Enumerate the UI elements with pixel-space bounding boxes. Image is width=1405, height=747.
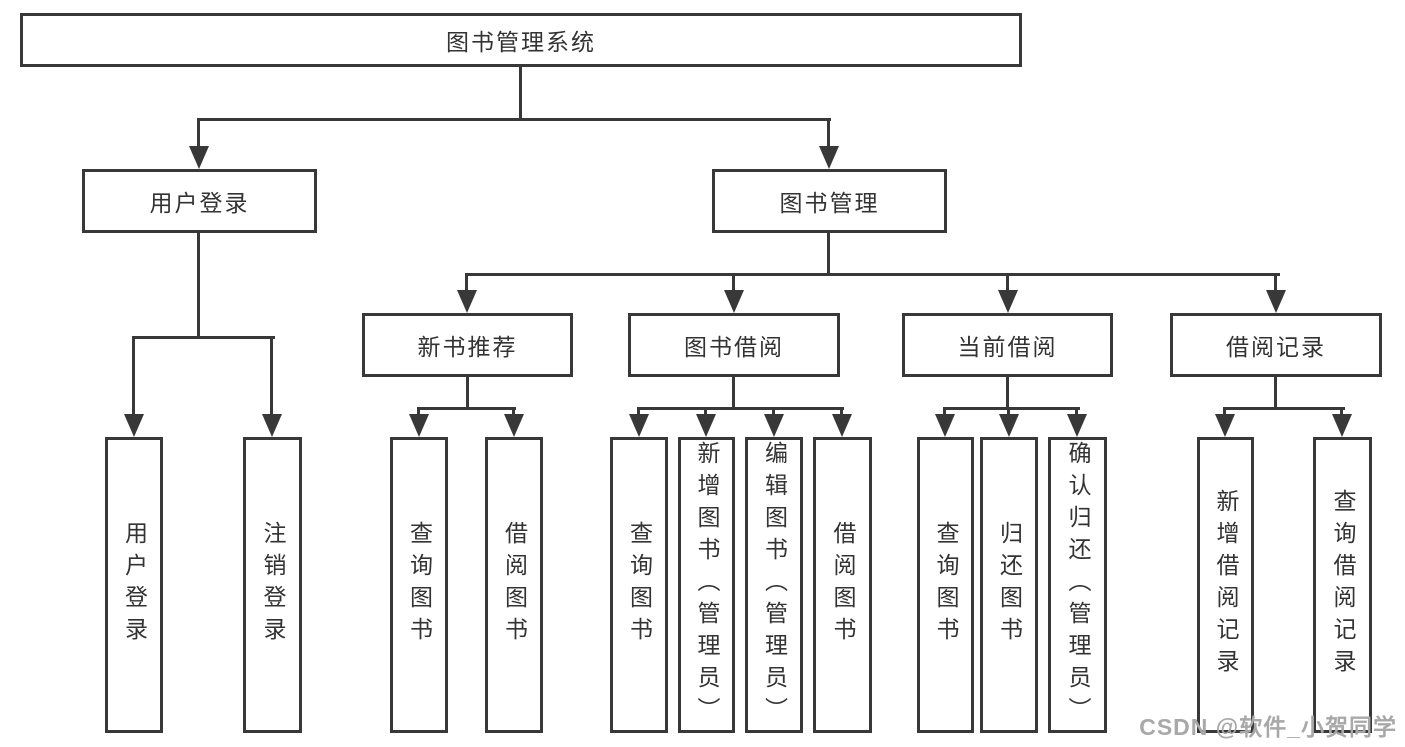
connector-book-mgmt-stem <box>827 233 830 276</box>
node-book-management: 图书管理 <box>712 169 947 233</box>
node-book-borrowing: 图书借阅 <box>628 313 840 377</box>
connector-user-login-bar <box>132 336 275 339</box>
arrow-down-icon <box>695 407 716 437</box>
arrow-down-icon <box>1066 407 1087 437</box>
leaf-borrow-books-recommend: 借阅图书 <box>485 437 543 733</box>
leaf-add-borrow-record: 新增借阅记录 <box>1197 437 1254 733</box>
connector-user-login-stem <box>197 233 200 339</box>
arrow-down-icon <box>934 407 955 437</box>
connector-current-bar <box>943 407 1080 410</box>
csdn-watermark: CSDN @软件_小贺同学 <box>1139 714 1397 740</box>
arrow-down-icon <box>763 407 784 437</box>
leaf-edit-books-admin: 编辑图书（管理员） <box>745 437 803 733</box>
arrow-down-icon <box>997 273 1018 313</box>
arrow-down-icon <box>998 407 1019 437</box>
node-current-borrowing: 当前借阅 <box>902 313 1113 377</box>
arrow-down-icon <box>818 118 839 169</box>
arrow-down-icon <box>456 273 477 313</box>
connector-book-mgmt-bar <box>466 273 1280 276</box>
node-library-system: 图书管理系统 <box>20 13 1022 67</box>
leaf-query-books-recommend: 查询图书 <box>390 437 448 733</box>
leaf-logout: 注销登录 <box>243 437 302 733</box>
arrow-down-icon <box>261 336 282 437</box>
leaf-query-books-current: 查询图书 <box>917 437 974 733</box>
connector-records-stem <box>1274 377 1277 410</box>
connector-root-bar <box>197 118 831 121</box>
leaf-add-books-admin: 新增图书（管理员） <box>678 437 735 733</box>
arrow-down-icon <box>123 336 144 437</box>
connector-borrowing-stem <box>732 377 735 410</box>
arrow-down-icon <box>628 407 649 437</box>
connector-records-bar <box>1223 407 1345 410</box>
connector-new-rec-stem <box>466 377 469 410</box>
arrow-down-icon <box>503 407 524 437</box>
leaf-borrow-books: 借阅图书 <box>813 437 872 733</box>
node-user-login: 用户登录 <box>82 169 317 233</box>
connector-current-stem <box>1006 377 1009 410</box>
arrow-down-icon <box>723 273 744 313</box>
arrow-down-icon <box>1214 407 1235 437</box>
connector-borrowing-bar <box>637 407 844 410</box>
node-borrowing-records: 借阅记录 <box>1170 313 1382 377</box>
arrow-down-icon <box>408 407 429 437</box>
node-new-book-recommendation: 新书推荐 <box>362 313 573 377</box>
connector-new-rec-bar <box>417 407 516 410</box>
arrow-down-icon <box>1331 407 1352 437</box>
connector-root-stem <box>519 67 522 120</box>
arrow-down-icon <box>831 407 852 437</box>
arrow-down-icon <box>1265 273 1286 313</box>
leaf-query-books-borrowing: 查询图书 <box>610 437 668 733</box>
arrow-down-icon <box>188 118 209 169</box>
leaf-return-books: 归还图书 <box>980 437 1038 733</box>
leaf-query-borrow-record: 查询借阅记录 <box>1313 437 1372 733</box>
leaf-user-login: 用户登录 <box>105 437 163 733</box>
leaf-confirm-return-admin: 确认归还（管理员） <box>1048 437 1107 733</box>
